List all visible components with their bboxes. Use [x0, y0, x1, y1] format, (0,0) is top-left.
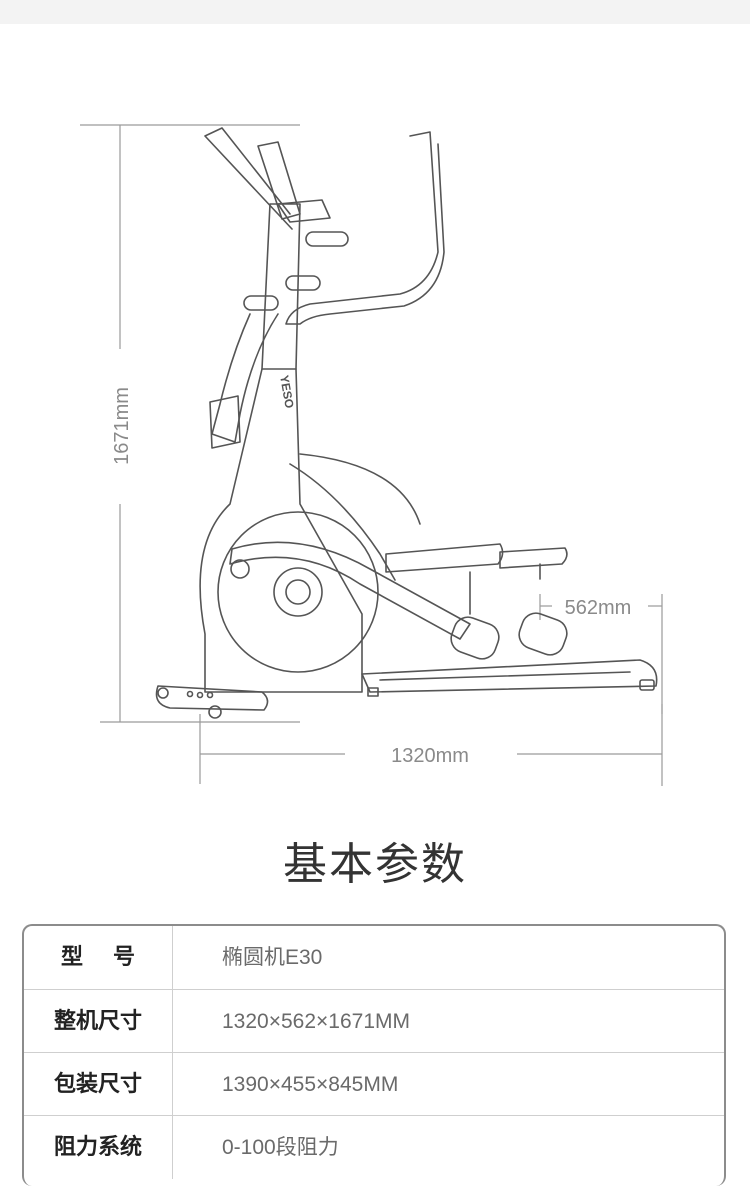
body-housing	[199, 368, 363, 693]
left-arm-upper	[204, 127, 293, 230]
column-divider	[172, 1053, 173, 1116]
pedal-link-left	[229, 541, 471, 640]
spec-value: 椭圆机E30	[222, 946, 323, 969]
spec-table: 型号 椭圆机E30 整机尺寸 1320×562×1671MM 包装尺寸 1390…	[22, 924, 726, 1186]
brand-mark: YESO	[277, 374, 297, 409]
spec-row-machine-size: 整机尺寸 1320×562×1671MM	[24, 989, 724, 1053]
spec-label: 整机尺寸	[53, 1009, 142, 1034]
upright-post	[261, 203, 301, 370]
spec-value: 1390×455×845MM	[222, 1073, 399, 1096]
spec-row-model: 型号 椭圆机E30	[24, 926, 724, 989]
static-handle-left	[243, 295, 279, 311]
spec-label: 包装尺寸	[53, 1072, 142, 1097]
right-arm	[285, 131, 445, 325]
pedal-left	[385, 543, 504, 573]
spec-label: 型号	[60, 945, 165, 970]
spec-row-package-size: 包装尺寸 1390×455×845MM	[24, 1052, 724, 1116]
left-arm-lower	[211, 313, 279, 443]
column-divider	[172, 1116, 173, 1179]
pedal-link-right	[289, 463, 396, 581]
spec-value: 0-100段阻力	[222, 1136, 339, 1159]
static-handle-right	[305, 231, 349, 247]
roller-right	[518, 612, 568, 656]
elliptical-machine-diagram: 1671mm 562mm 1320mm	[80, 124, 663, 786]
width-label: 562mm	[565, 597, 632, 619]
spec-value: 1320×562×1671MM	[222, 1010, 410, 1033]
machine-outline	[155, 127, 658, 719]
spec-label: 阻力系统	[53, 1135, 142, 1160]
height-label: 1671mm	[111, 387, 133, 465]
flywheel	[217, 511, 379, 673]
spec-row-resistance: 阻力系统 0-100段阻力	[24, 1115, 724, 1179]
roller-left	[450, 616, 500, 660]
column-divider	[172, 926, 173, 989]
section-title: 基本参数	[283, 839, 467, 890]
length-label: 1320mm	[391, 745, 469, 767]
flywheel-hub	[273, 567, 323, 617]
front-foot	[155, 685, 269, 711]
pedal-right	[499, 547, 568, 569]
top-band	[0, 0, 750, 24]
column-divider	[172, 990, 173, 1053]
rear-rail	[361, 659, 658, 693]
